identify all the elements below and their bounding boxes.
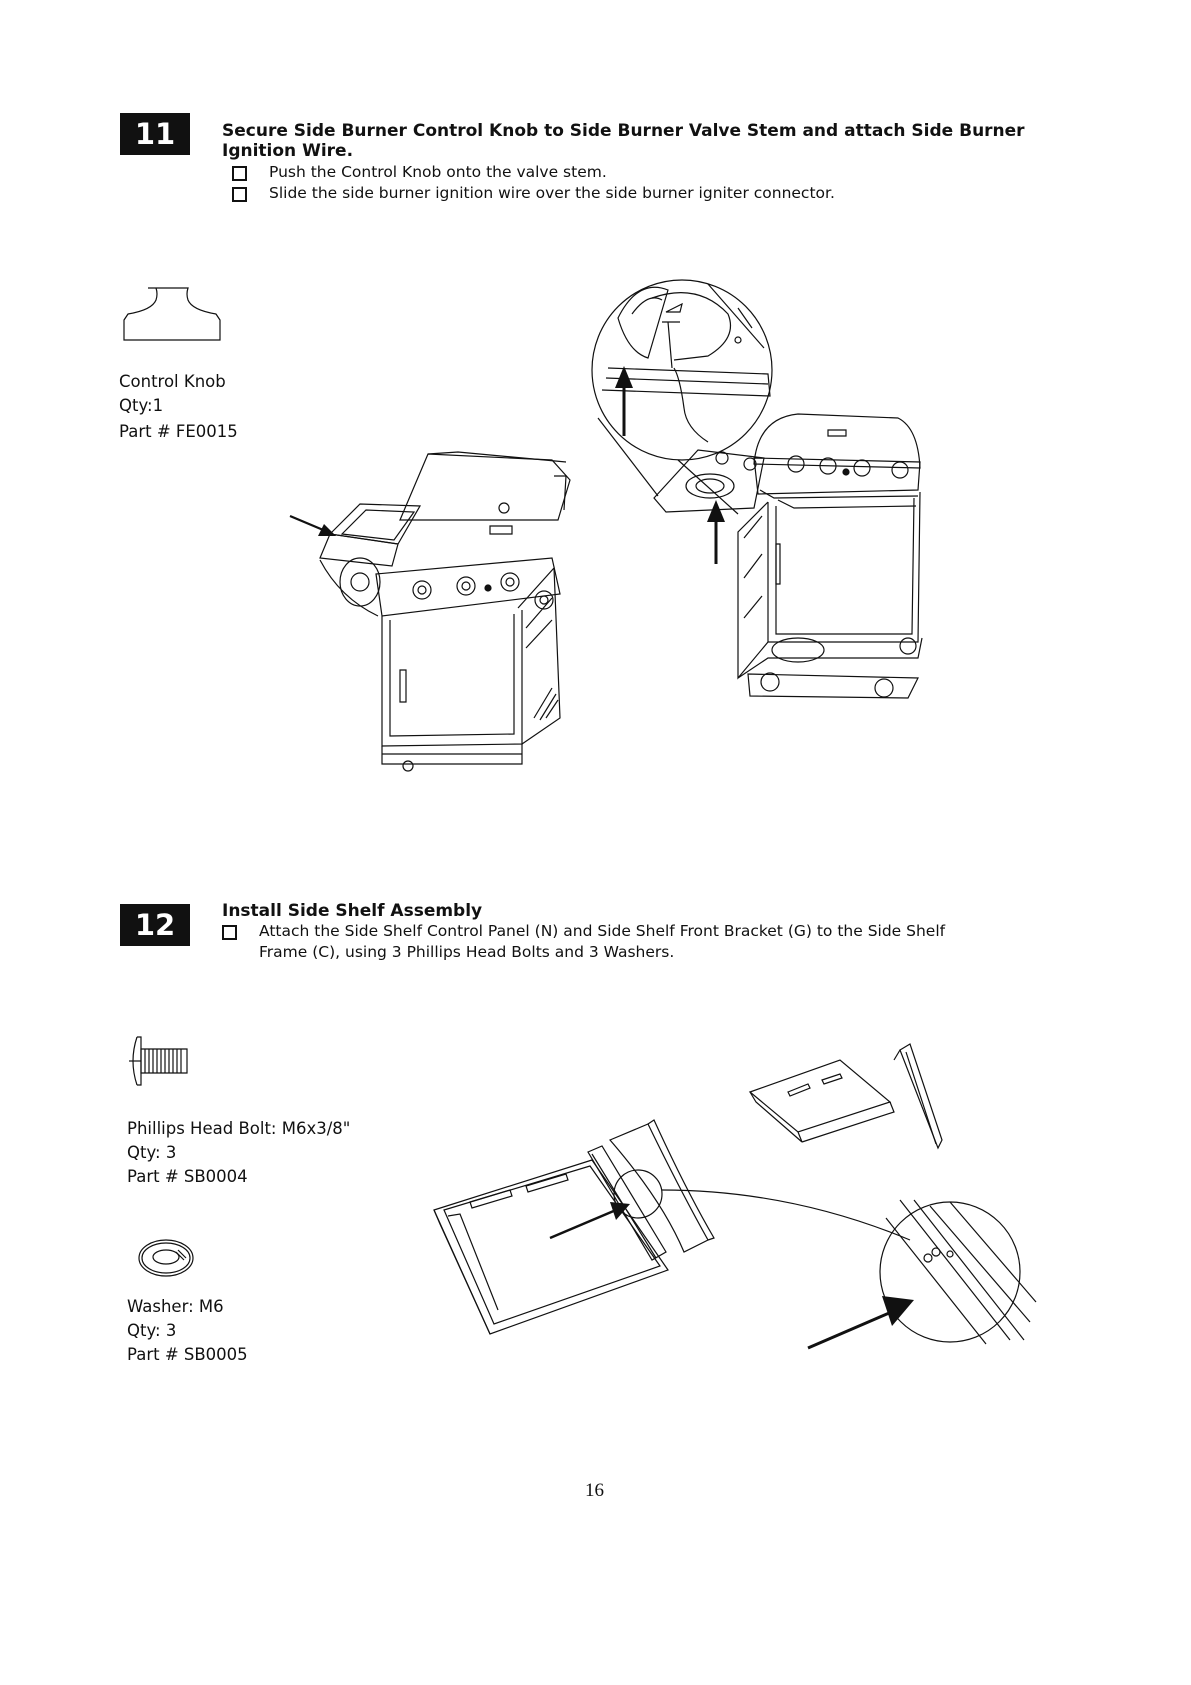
- checkbox-icon: [232, 187, 247, 202]
- washer-icon: [136, 1236, 196, 1280]
- phillips-bolt-icon: [127, 1035, 191, 1087]
- side-shelf-assembly-illustration: [430, 1040, 1040, 1360]
- part-number: Part # SB0004: [127, 1167, 248, 1186]
- grill-illustration-right: [588, 278, 1008, 758]
- step-11-instruction: Push the Control Knob onto the valve ste…: [232, 162, 1032, 183]
- step-11-badge: 11: [120, 113, 190, 155]
- grill-illustration-left: [290, 448, 620, 778]
- instruction-text: Push the Control Knob onto the valve ste…: [269, 163, 607, 181]
- part-number: Part # SB0005: [127, 1345, 248, 1364]
- step-12-instruction: Attach the Side Shelf Control Panel (N) …: [222, 921, 1022, 963]
- part-name: Phillips Head Bolt: M6x3/8": [127, 1119, 351, 1138]
- step-11-instruction: Slide the side burner ignition wire over…: [232, 183, 1032, 204]
- part-qty: Qty: 3: [127, 1143, 177, 1162]
- part-name: Washer: M6: [127, 1297, 224, 1316]
- bolt-part-info: Phillips Head Bolt: M6x3/8" Qty: 3 Part …: [127, 1117, 350, 1189]
- checkbox-icon: [232, 166, 247, 181]
- step-12-instructions: Attach the Side Shelf Control Panel (N) …: [222, 921, 1022, 963]
- control-knob-part-info: Control Knob Qty:1 Part # FE0015: [119, 370, 238, 444]
- part-name: Control Knob: [119, 372, 226, 391]
- control-knob-icon: [120, 288, 226, 342]
- step-12-title: Install Side Shelf Assembly: [222, 901, 483, 921]
- checkbox-icon: [222, 925, 237, 940]
- step-11-title: Secure Side Burner Control Knob to Side …: [222, 121, 1025, 161]
- step-11-instructions: Push the Control Knob onto the valve ste…: [232, 162, 1032, 204]
- step-12-badge: 12: [120, 904, 190, 946]
- instruction-text: Attach the Side Shelf Control Panel (N) …: [259, 922, 946, 961]
- part-qty: Qty:1: [119, 396, 164, 415]
- page-number: 16: [585, 1480, 604, 1501]
- part-number: Part # FE0015: [119, 422, 238, 441]
- washer-part-info: Washer: M6 Qty: 3 Part # SB0005: [127, 1295, 248, 1367]
- instruction-text: Slide the side burner ignition wire over…: [269, 184, 835, 202]
- part-qty: Qty: 3: [127, 1321, 177, 1340]
